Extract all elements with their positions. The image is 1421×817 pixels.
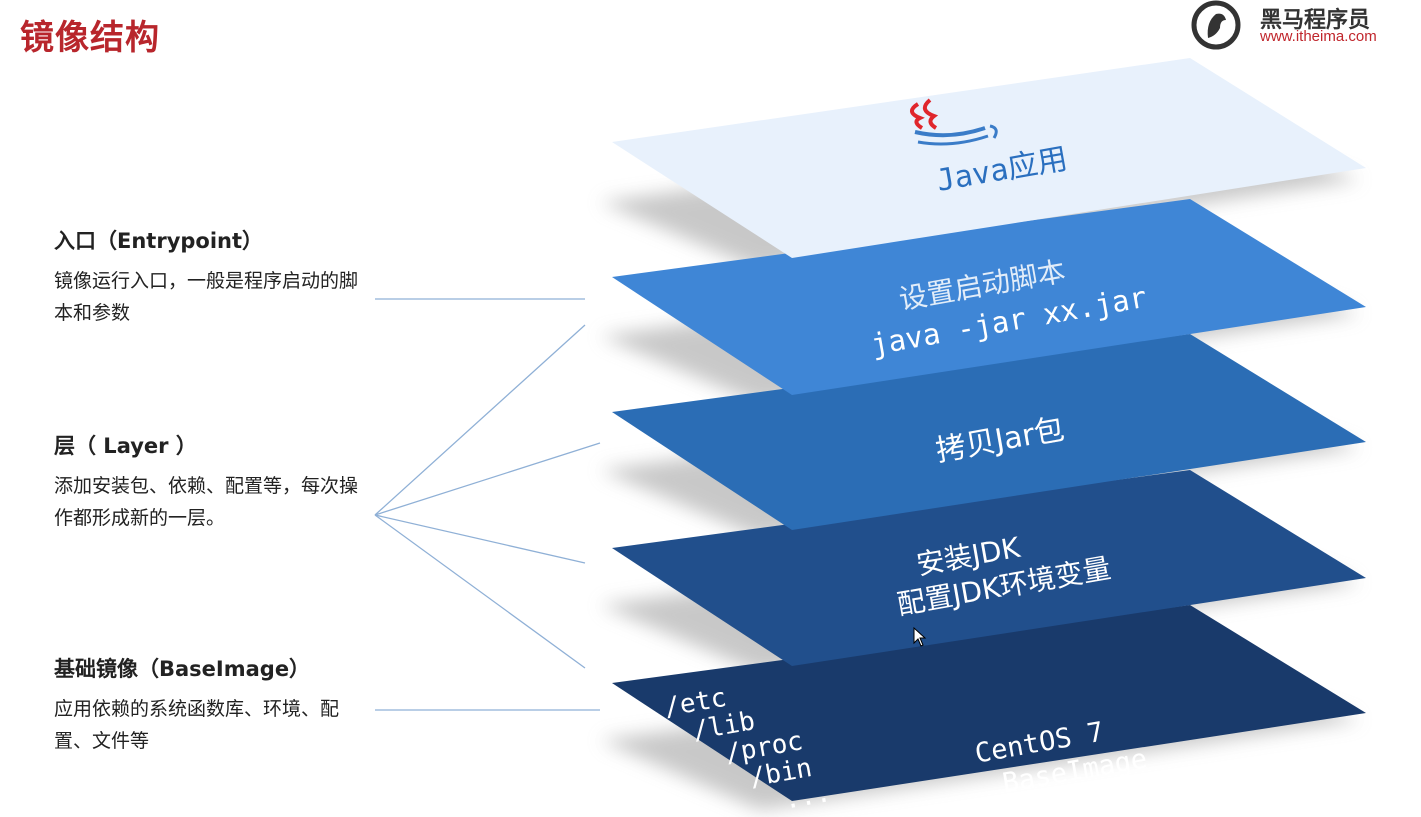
brand-name: 黑马程序员	[1260, 8, 1371, 33]
layer-copy-jar: 拷贝Jar包	[612, 334, 1366, 530]
layer-jdk: 安装JDK 配置JDK环境变量	[612, 470, 1366, 666]
connector-line	[374, 514, 586, 669]
horse-logo-icon	[1191, 0, 1241, 50]
layer-plate	[612, 199, 1366, 395]
connector-lines	[374, 298, 601, 711]
annotation-description: 镜像运行入口，一般是程序启动的脚本和参数	[54, 270, 359, 324]
connector-line	[374, 442, 601, 516]
page-title: 镜像结构	[20, 18, 160, 58]
layer-plate	[612, 605, 1366, 801]
annotation-description: 添加安装包、依赖、配置等，每次操作都形成新的一层。	[54, 475, 359, 529]
layer-java-app: Java应用	[612, 58, 1366, 258]
annotation-layer: 层（ Layer ） 添加安装包、依赖、配置等，每次操作都形成新的一层。	[54, 430, 374, 534]
annotation-entrypoint: 入口（Entrypoint） 镜像运行入口，一般是程序启动的脚本和参数	[54, 225, 374, 329]
layer-plate	[612, 470, 1366, 666]
connector-line	[374, 514, 586, 564]
layer-entrypoint: 设置启动脚本 java -jar xx.jar	[612, 199, 1366, 395]
brand-url: www.itheima.com	[1260, 28, 1377, 45]
mouse-cursor-icon	[913, 627, 927, 647]
java-cup-icon	[910, 98, 998, 146]
layer-plate	[612, 334, 1366, 530]
annotation-baseimage: 基础镜像（BaseImage） 应用依赖的系统函数库、环境、配置、文件等	[54, 653, 374, 757]
layer-plate	[612, 58, 1366, 258]
connector-line	[374, 324, 586, 516]
annotation-description: 应用依赖的系统函数库、环境、配置、文件等	[54, 698, 340, 752]
brand-logo: 黑马程序员 www.itheima.com	[1186, 0, 1416, 52]
layer-base-image: /etc /lib /proc /bin ... CentOS 7 BaseIm…	[612, 605, 1366, 816]
annotation-heading: 层（ Layer ）	[54, 434, 197, 458]
annotation-heading: 基础镜像（BaseImage）	[54, 657, 311, 681]
annotation-heading: 入口（Entrypoint）	[54, 229, 264, 253]
